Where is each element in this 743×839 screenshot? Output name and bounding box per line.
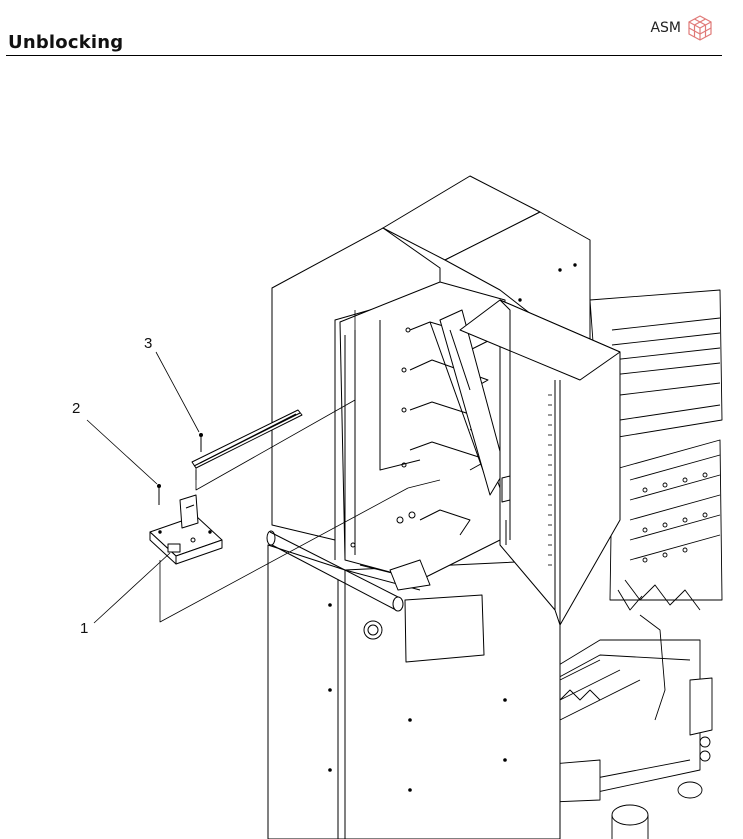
bracket-plate-part-1 (149, 484, 223, 565)
asm-cube-logo-icon (688, 15, 712, 41)
cabinet-front-rod (266, 530, 404, 612)
page-title: Unblocking (8, 32, 124, 53)
callout-label-3: 3 (144, 335, 153, 352)
brand-name: ASM (650, 20, 681, 36)
callout-label-1: 1 (80, 620, 89, 637)
explode-guide-lines (159, 310, 441, 623)
header-divider (6, 55, 722, 56)
callout-label-2: 2 (72, 400, 81, 417)
open-door-panel (459, 299, 621, 626)
callout-leaders (86, 351, 200, 624)
brand-logo: ASM (650, 14, 713, 42)
rail-part-3 (191, 409, 303, 469)
background-machine-frame (589, 289, 723, 611)
internal-rack-shelves (409, 309, 506, 536)
cabinet-lower-body (267, 544, 561, 839)
